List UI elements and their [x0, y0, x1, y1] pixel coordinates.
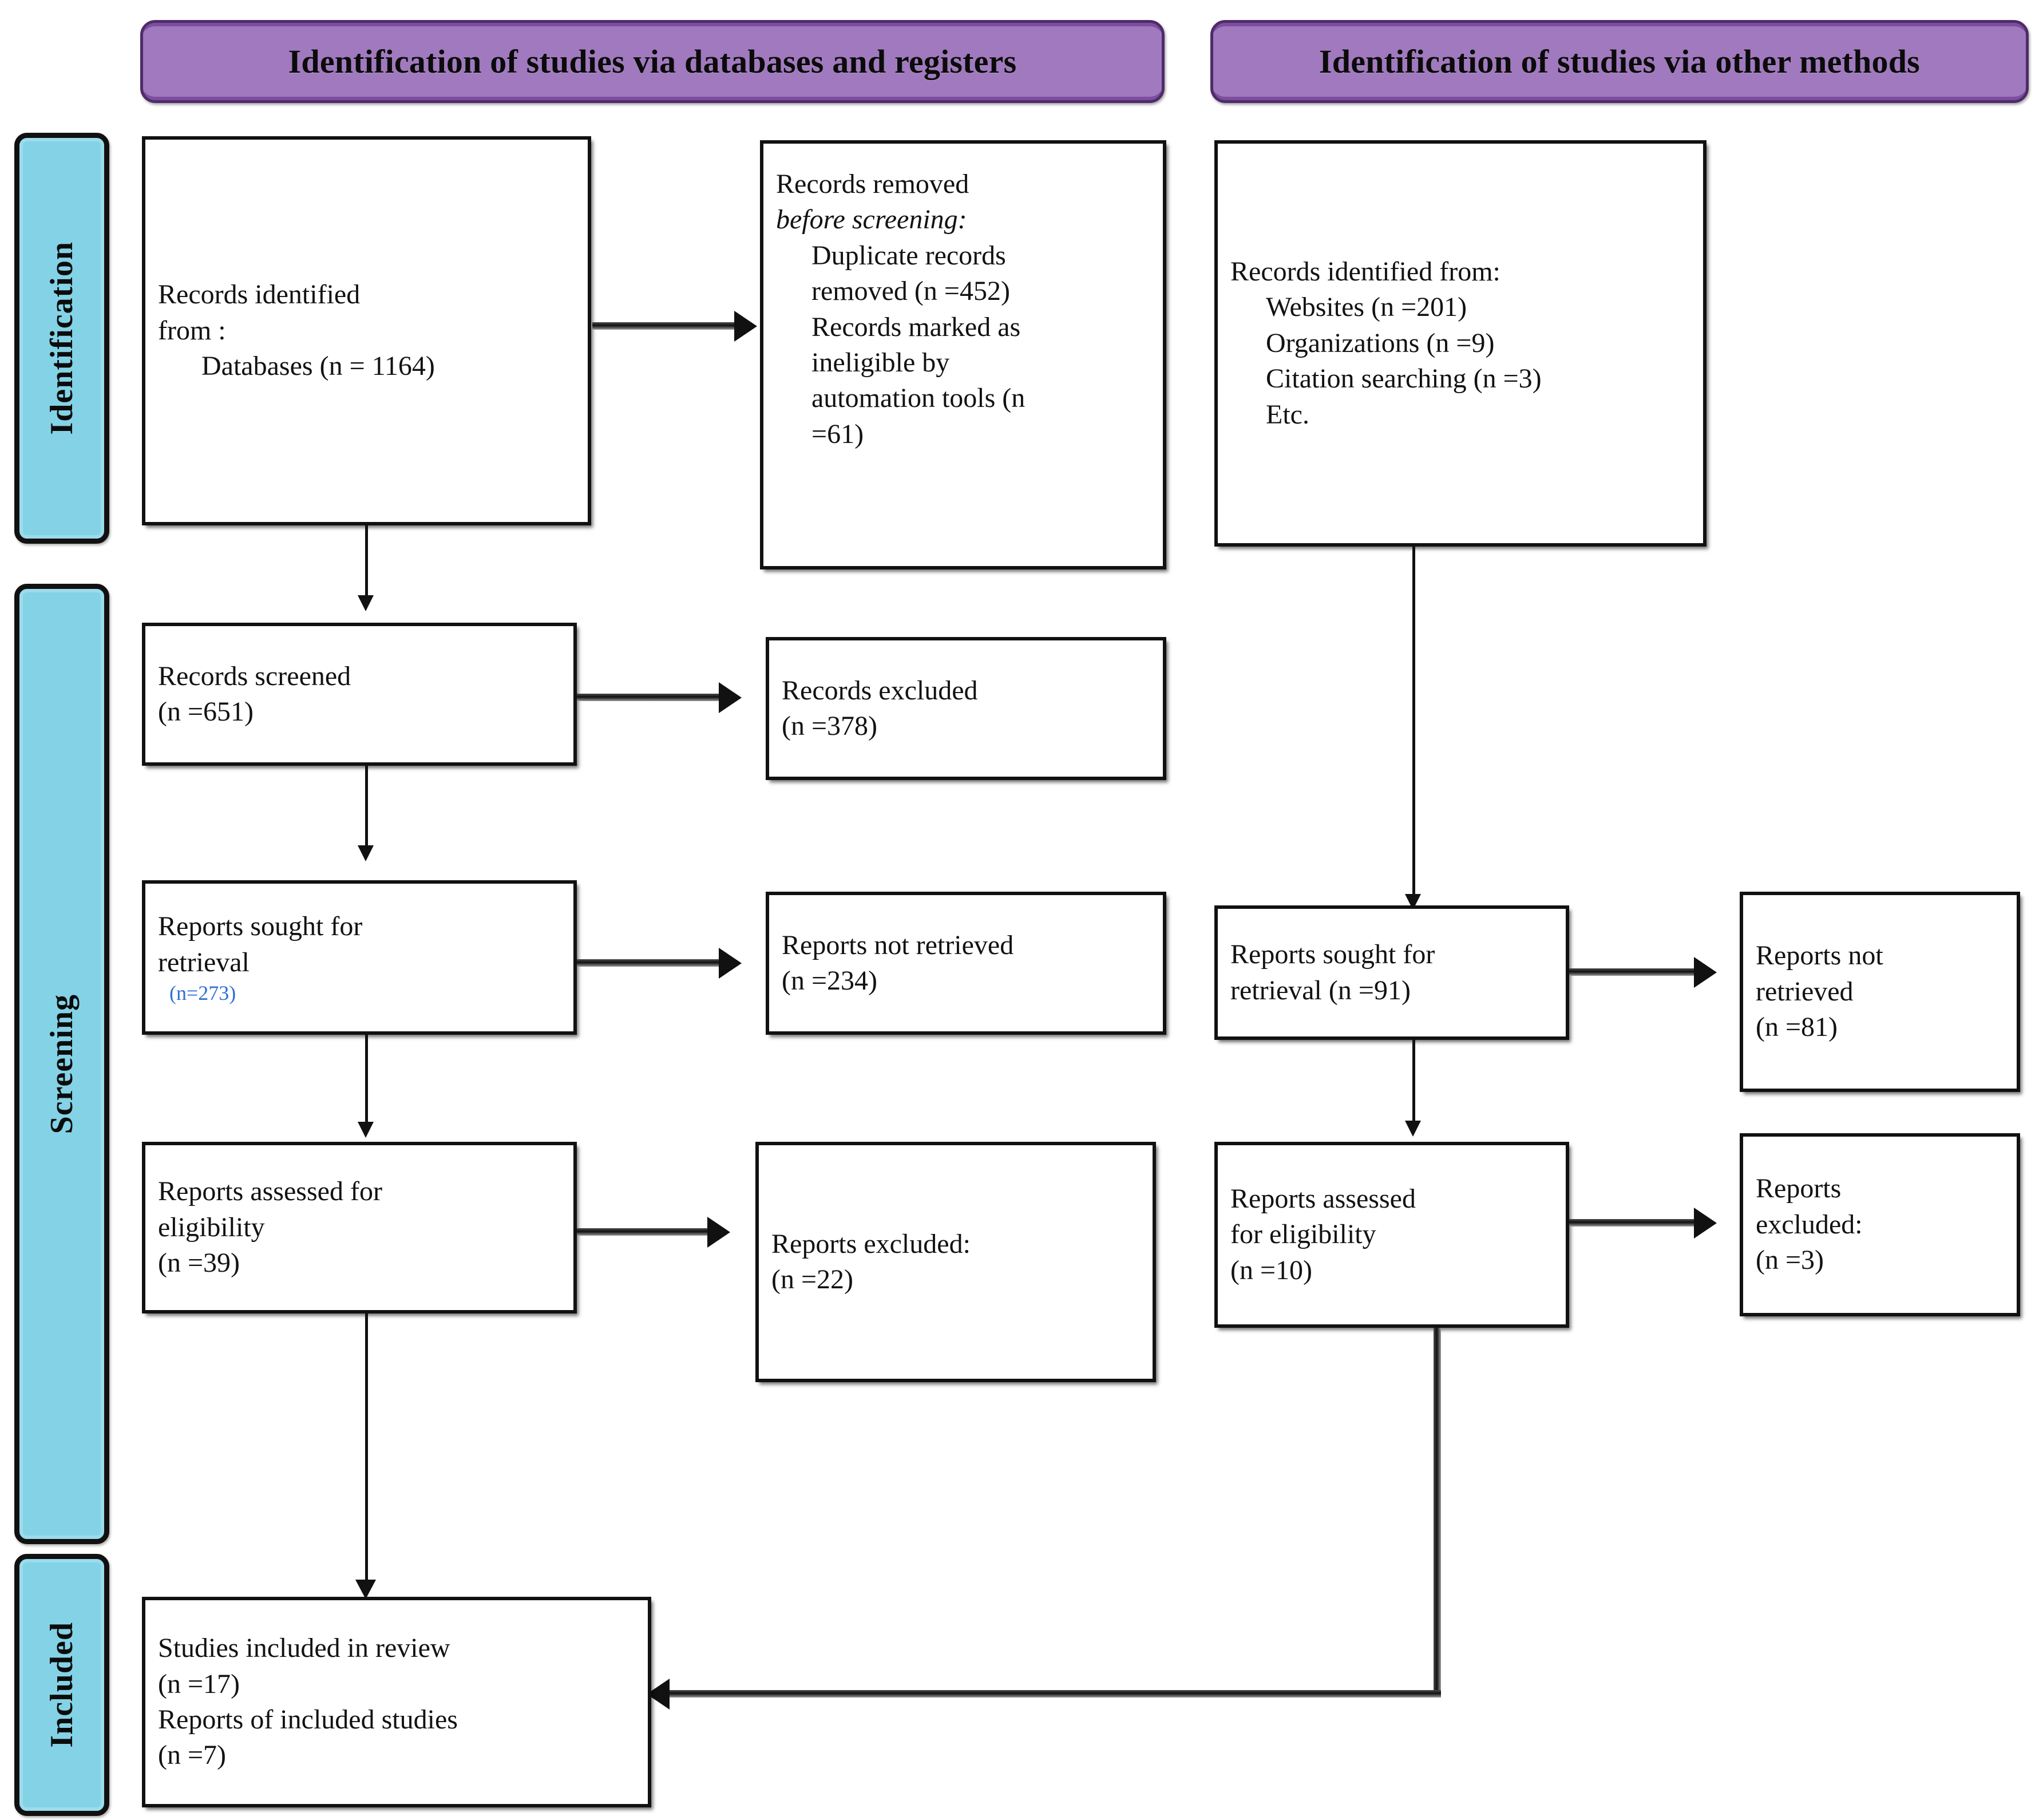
arrowhead-assessed-to-excluded-other	[1694, 1208, 1717, 1239]
box-line: ineligible by	[811, 347, 950, 378]
box-line: retrieved	[1756, 976, 1854, 1007]
arrowhead-screened-to-sought	[358, 845, 374, 861]
box-reports-excluded-other: Reports excluded: (n =3)	[1740, 1133, 2020, 1316]
connector-screened-to-excluded	[577, 694, 720, 701]
box-line-accent: (n=273)	[169, 981, 236, 1004]
box-line: Reports sought for	[158, 911, 363, 942]
connector-assessed-other-to-included-horizontal	[670, 1690, 1441, 1698]
box-line: Records removed	[776, 169, 969, 199]
connector-sought-other-to-assessed-other	[1412, 1040, 1415, 1126]
box-line: (n =81)	[1756, 1012, 1838, 1043]
box-line: Organizations (n =9)	[1266, 327, 1495, 358]
header-banner-databases-registers: Identification of studies via databases …	[140, 20, 1165, 103]
box-reports-not-retrieved-databases: Reports not retrieved (n =234)	[766, 892, 1166, 1035]
box-line: Databases (n = 1164)	[201, 351, 435, 382]
stage-bar-included: Included	[14, 1554, 109, 1816]
box-line: Reports of included studies	[158, 1704, 458, 1735]
arrowhead-assessed-to-excluded-databases	[707, 1217, 730, 1248]
box-line: from :	[158, 315, 226, 346]
box-line: retrieval	[158, 947, 250, 978]
arrowhead-sought-to-not-retrieved-databases	[719, 948, 742, 979]
box-records-excluded: Records excluded (n =378)	[766, 637, 1166, 780]
stage-bar-screening-label: Screening	[44, 994, 80, 1134]
box-records-removed-before-screening: Records removed before screening: Duplic…	[760, 140, 1166, 569]
box-line: Reports not	[1756, 940, 1883, 971]
box-line: (n =10)	[1230, 1255, 1313, 1285]
arrowhead-sought-other-to-assessed-other	[1405, 1121, 1421, 1137]
box-line: (n =378)	[782, 711, 878, 741]
box-reports-excluded-databases: Reports excluded: (n =22)	[755, 1142, 1156, 1382]
box-line: (n =651)	[158, 697, 254, 727]
box-line: retrieval (n =91)	[1230, 975, 1411, 1006]
box-line: Records screened	[158, 660, 351, 691]
box-line: Studies included in review	[158, 1633, 450, 1664]
box-line: Reports assessed	[1230, 1183, 1416, 1214]
box-line: (n =3)	[1756, 1245, 1824, 1276]
connector-other-identified-to-reports-sought	[1412, 547, 1415, 901]
connector-assessed-to-excluded-other	[1569, 1219, 1695, 1226]
box-line: (n =234)	[782, 966, 878, 996]
box-line: Reports	[1756, 1173, 1842, 1204]
box-reports-not-retrieved-other: Reports not retrieved (n =81)	[1740, 892, 2020, 1092]
connector-screened-to-sought	[365, 766, 368, 852]
box-line: (n =22)	[771, 1264, 854, 1295]
box-line: excluded:	[1756, 1209, 1863, 1240]
stage-bar-screening: Screening	[14, 584, 109, 1544]
box-records-identified-databases: Records identified from : Databases (n =…	[142, 136, 591, 525]
connector-assessed-other-to-included-vertical	[1434, 1328, 1441, 1694]
arrowhead-identified-to-screened	[358, 595, 374, 611]
box-line: Records marked as	[811, 311, 1021, 342]
box-line: Citation searching (n =3)	[1266, 363, 1542, 394]
box-line: eligibility	[158, 1212, 265, 1243]
box-line: removed (n =452)	[811, 276, 1010, 307]
arrowhead-sought-to-assessed-databases	[358, 1122, 374, 1138]
box-line: (n =17)	[158, 1668, 240, 1699]
stage-bar-included-label: Included	[44, 1622, 80, 1748]
box-line: (n =39)	[158, 1248, 240, 1279]
connector-sought-to-assessed-databases	[365, 1035, 368, 1129]
box-reports-assessed-databases: Reports assessed for eligibility (n =39)	[142, 1142, 577, 1313]
box-line: Reports sought for	[1230, 939, 1435, 970]
box-line: Reports assessed for	[158, 1176, 382, 1207]
box-line: Records excluded	[782, 675, 978, 706]
box-line: Websites (n =201)	[1266, 292, 1467, 323]
box-line: before screening:	[776, 204, 967, 235]
box-line: (n =7)	[158, 1740, 227, 1771]
connector-sought-to-not-retrieved-databases	[577, 959, 720, 967]
box-reports-sought-databases: Reports sought for retrieval (n=273)	[142, 880, 577, 1035]
connector-identified-to-removed	[592, 322, 735, 330]
box-line: Reports excluded:	[771, 1228, 971, 1259]
box-line: automation tools (n	[811, 383, 1026, 414]
box-line: Etc.	[1266, 399, 1309, 430]
box-line: Duplicate records	[811, 240, 1006, 271]
connector-identified-to-screened	[365, 525, 368, 603]
box-line: Records identified from:	[1230, 256, 1500, 287]
header-banner-other-methods-label: Identification of studies via other meth…	[1319, 43, 1920, 80]
box-studies-included-in-review: Studies included in review (n =17) Repor…	[142, 1597, 651, 1807]
box-line: =61)	[811, 418, 864, 449]
box-reports-assessed-other: Reports assessed for eligibility (n =10)	[1214, 1142, 1569, 1328]
arrowhead-assessed-databases-to-included	[355, 1580, 376, 1599]
box-records-identified-other-methods: Records identified from: Websites (n =20…	[1214, 140, 1707, 547]
arrowhead-sought-to-not-retrieved-other	[1694, 957, 1717, 988]
box-line: Reports not retrieved	[782, 929, 1014, 960]
stage-bar-identification: Identification	[14, 133, 109, 544]
box-records-screened: Records screened (n =651)	[142, 623, 577, 766]
header-banner-databases-registers-label: Identification of studies via databases …	[288, 43, 1017, 80]
header-banner-other-methods: Identification of studies via other meth…	[1210, 20, 2029, 103]
arrowhead-screened-to-excluded	[719, 682, 742, 713]
connector-sought-to-not-retrieved-other	[1569, 968, 1695, 976]
box-line: for eligibility	[1230, 1219, 1376, 1250]
stage-bar-identification-label: Identification	[44, 242, 80, 435]
arrowhead-identified-to-removed	[734, 311, 757, 342]
connector-assessed-databases-to-included	[365, 1313, 368, 1588]
box-reports-sought-other: Reports sought for retrieval (n =91)	[1214, 905, 1569, 1040]
box-line: Records identified	[158, 279, 361, 310]
connector-assessed-to-excluded-databases	[577, 1228, 708, 1236]
